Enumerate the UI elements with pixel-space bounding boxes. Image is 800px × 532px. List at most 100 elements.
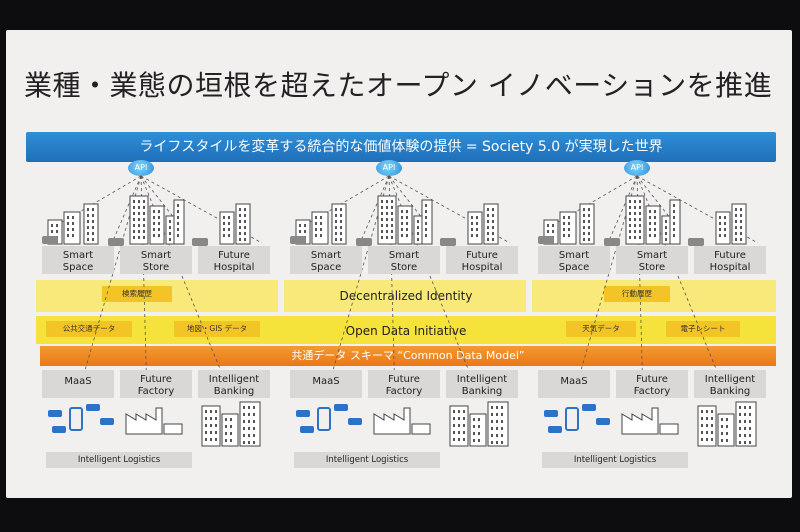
- window-icon: [491, 406, 493, 409]
- window-icon: [487, 220, 489, 223]
- window-icon: [583, 214, 585, 217]
- window-icon: [381, 206, 383, 209]
- identity-band-1: [284, 280, 526, 312]
- bottom-domain-chip: MaaS: [290, 370, 362, 398]
- window-icon: [492, 232, 494, 235]
- transport-icon: [100, 418, 114, 425]
- building-icon: [219, 211, 235, 245]
- factory-icon: [373, 407, 411, 435]
- common-data-model-bar: 共通データ スキーマ “Common Data Model”: [40, 346, 776, 366]
- window-icon: [253, 420, 255, 423]
- window-icon: [629, 206, 631, 209]
- window-icon: [588, 214, 590, 217]
- window-icon: [629, 236, 631, 239]
- transport-icon: [48, 410, 62, 417]
- window-icon: [739, 441, 741, 444]
- transit-data-chip: 公共交通データ: [46, 321, 132, 337]
- window-icon: [228, 222, 230, 225]
- building-icon: [331, 203, 347, 245]
- window-icon: [634, 224, 636, 227]
- search-history-chip: 検索履歴: [102, 286, 172, 302]
- window-icon: [634, 200, 636, 203]
- window-icon: [487, 226, 489, 229]
- window-icon: [639, 230, 641, 233]
- window-icon: [583, 232, 585, 235]
- window-icon: [706, 438, 708, 441]
- window-icon: [248, 420, 250, 423]
- window-icon: [476, 228, 478, 231]
- window-icon: [568, 228, 570, 231]
- window-icon: [739, 413, 741, 416]
- window-icon: [92, 220, 94, 223]
- window-icon: [92, 232, 94, 235]
- map-gis-data-chip: 地図・GIS データ: [174, 321, 260, 337]
- window-icon: [568, 234, 570, 237]
- window-icon: [476, 222, 478, 225]
- window-icon: [496, 434, 498, 437]
- window-icon: [673, 222, 675, 225]
- bank-building-icon: [717, 413, 735, 447]
- window-icon: [583, 220, 585, 223]
- window-icon: [51, 224, 53, 227]
- window-icon: [458, 424, 460, 427]
- window-icon: [425, 204, 427, 207]
- window-icon: [491, 413, 493, 416]
- window-icon: [673, 216, 675, 219]
- window-icon: [304, 224, 306, 227]
- window-icon: [406, 222, 408, 225]
- window-icon: [177, 216, 179, 219]
- window-icon: [169, 220, 171, 223]
- window-icon: [458, 438, 460, 441]
- window-icon: [588, 220, 590, 223]
- window-icon: [744, 427, 746, 430]
- window-icon: [253, 427, 255, 430]
- window-icon: [177, 234, 179, 237]
- factory-icon: [621, 407, 659, 435]
- window-icon: [243, 434, 245, 437]
- window-icon: [721, 425, 723, 428]
- intelligent-logistics-chip: Intelligent Logistics: [294, 452, 440, 468]
- window-icon: [473, 432, 475, 435]
- window-icon: [649, 216, 651, 219]
- window-icon: [711, 438, 713, 441]
- window-icon: [476, 216, 478, 219]
- window-icon: [138, 200, 140, 203]
- window-icon: [563, 228, 565, 231]
- window-icon: [749, 406, 751, 409]
- window-icon: [492, 238, 494, 241]
- industry-icons: [544, 401, 757, 447]
- window-icon: [496, 441, 498, 444]
- window-icon: [471, 228, 473, 231]
- connector-line: [140, 175, 233, 399]
- city-buildings-icon: [538, 195, 747, 246]
- factory-icon: [125, 407, 163, 435]
- window-icon: [568, 216, 570, 219]
- window-icon: [588, 238, 590, 241]
- window-icon: [649, 234, 651, 237]
- window-icon: [749, 427, 751, 430]
- window-icon: [92, 226, 94, 229]
- window-icon: [169, 226, 171, 229]
- window-icon: [749, 441, 751, 444]
- vehicle-icon: [108, 238, 124, 246]
- transport-icon: [86, 404, 100, 411]
- window-icon: [340, 214, 342, 217]
- vehicle-icon: [192, 238, 208, 246]
- window-icon: [169, 232, 171, 235]
- window-icon: [133, 230, 135, 233]
- window-icon: [230, 439, 232, 442]
- window-icon: [492, 208, 494, 211]
- window-icon: [138, 212, 140, 215]
- window-icon: [458, 417, 460, 420]
- window-icon: [67, 222, 69, 225]
- building-icon: [731, 203, 747, 245]
- window-icon: [215, 417, 217, 420]
- window-icon: [67, 234, 69, 237]
- window-icon: [223, 228, 225, 231]
- window-icon: [315, 234, 317, 237]
- window-icon: [138, 206, 140, 209]
- window-icon: [501, 413, 503, 416]
- truck-icon: [163, 423, 183, 435]
- window-icon: [320, 228, 322, 231]
- window-icon: [726, 425, 728, 428]
